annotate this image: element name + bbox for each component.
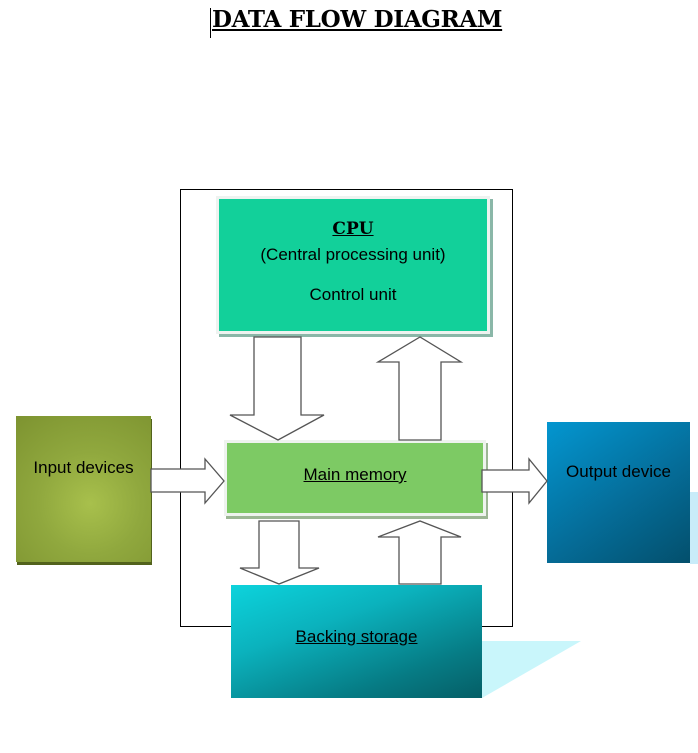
backing-storage-node[interactable]: Backing storage xyxy=(231,585,482,698)
cpu-node[interactable]: CPU (Central processing unit) Control un… xyxy=(216,196,490,334)
output-device-shadow xyxy=(690,492,698,564)
diagram-title: DATA FLOW DIAGRAM xyxy=(212,6,503,33)
cpu-control-unit-label: Control unit xyxy=(309,285,397,304)
text-cursor xyxy=(210,8,211,38)
output-device-label: Output device xyxy=(566,462,671,481)
input-devices-label: Input devices xyxy=(33,458,134,477)
arrow-input-to-memory xyxy=(150,457,225,505)
arrow-memory-to-backing xyxy=(239,520,320,585)
arrow-memory-to-output xyxy=(481,457,548,505)
backing-storage-shadow-shape xyxy=(482,641,581,698)
arrow-cpu-to-memory xyxy=(229,336,325,441)
cpu-heading: CPU xyxy=(332,219,374,239)
cpu-subtitle: (Central processing unit) xyxy=(260,245,446,264)
main-memory-node[interactable]: Main memory xyxy=(224,440,486,516)
output-device-node[interactable]: Output device xyxy=(547,422,690,563)
arrow-backing-to-memory xyxy=(377,520,462,585)
backing-storage-label: Backing storage xyxy=(295,627,418,646)
main-memory-label: Main memory xyxy=(303,465,407,484)
arrow-memory-to-cpu xyxy=(375,336,464,441)
input-devices-node[interactable]: Input devices xyxy=(16,416,151,562)
